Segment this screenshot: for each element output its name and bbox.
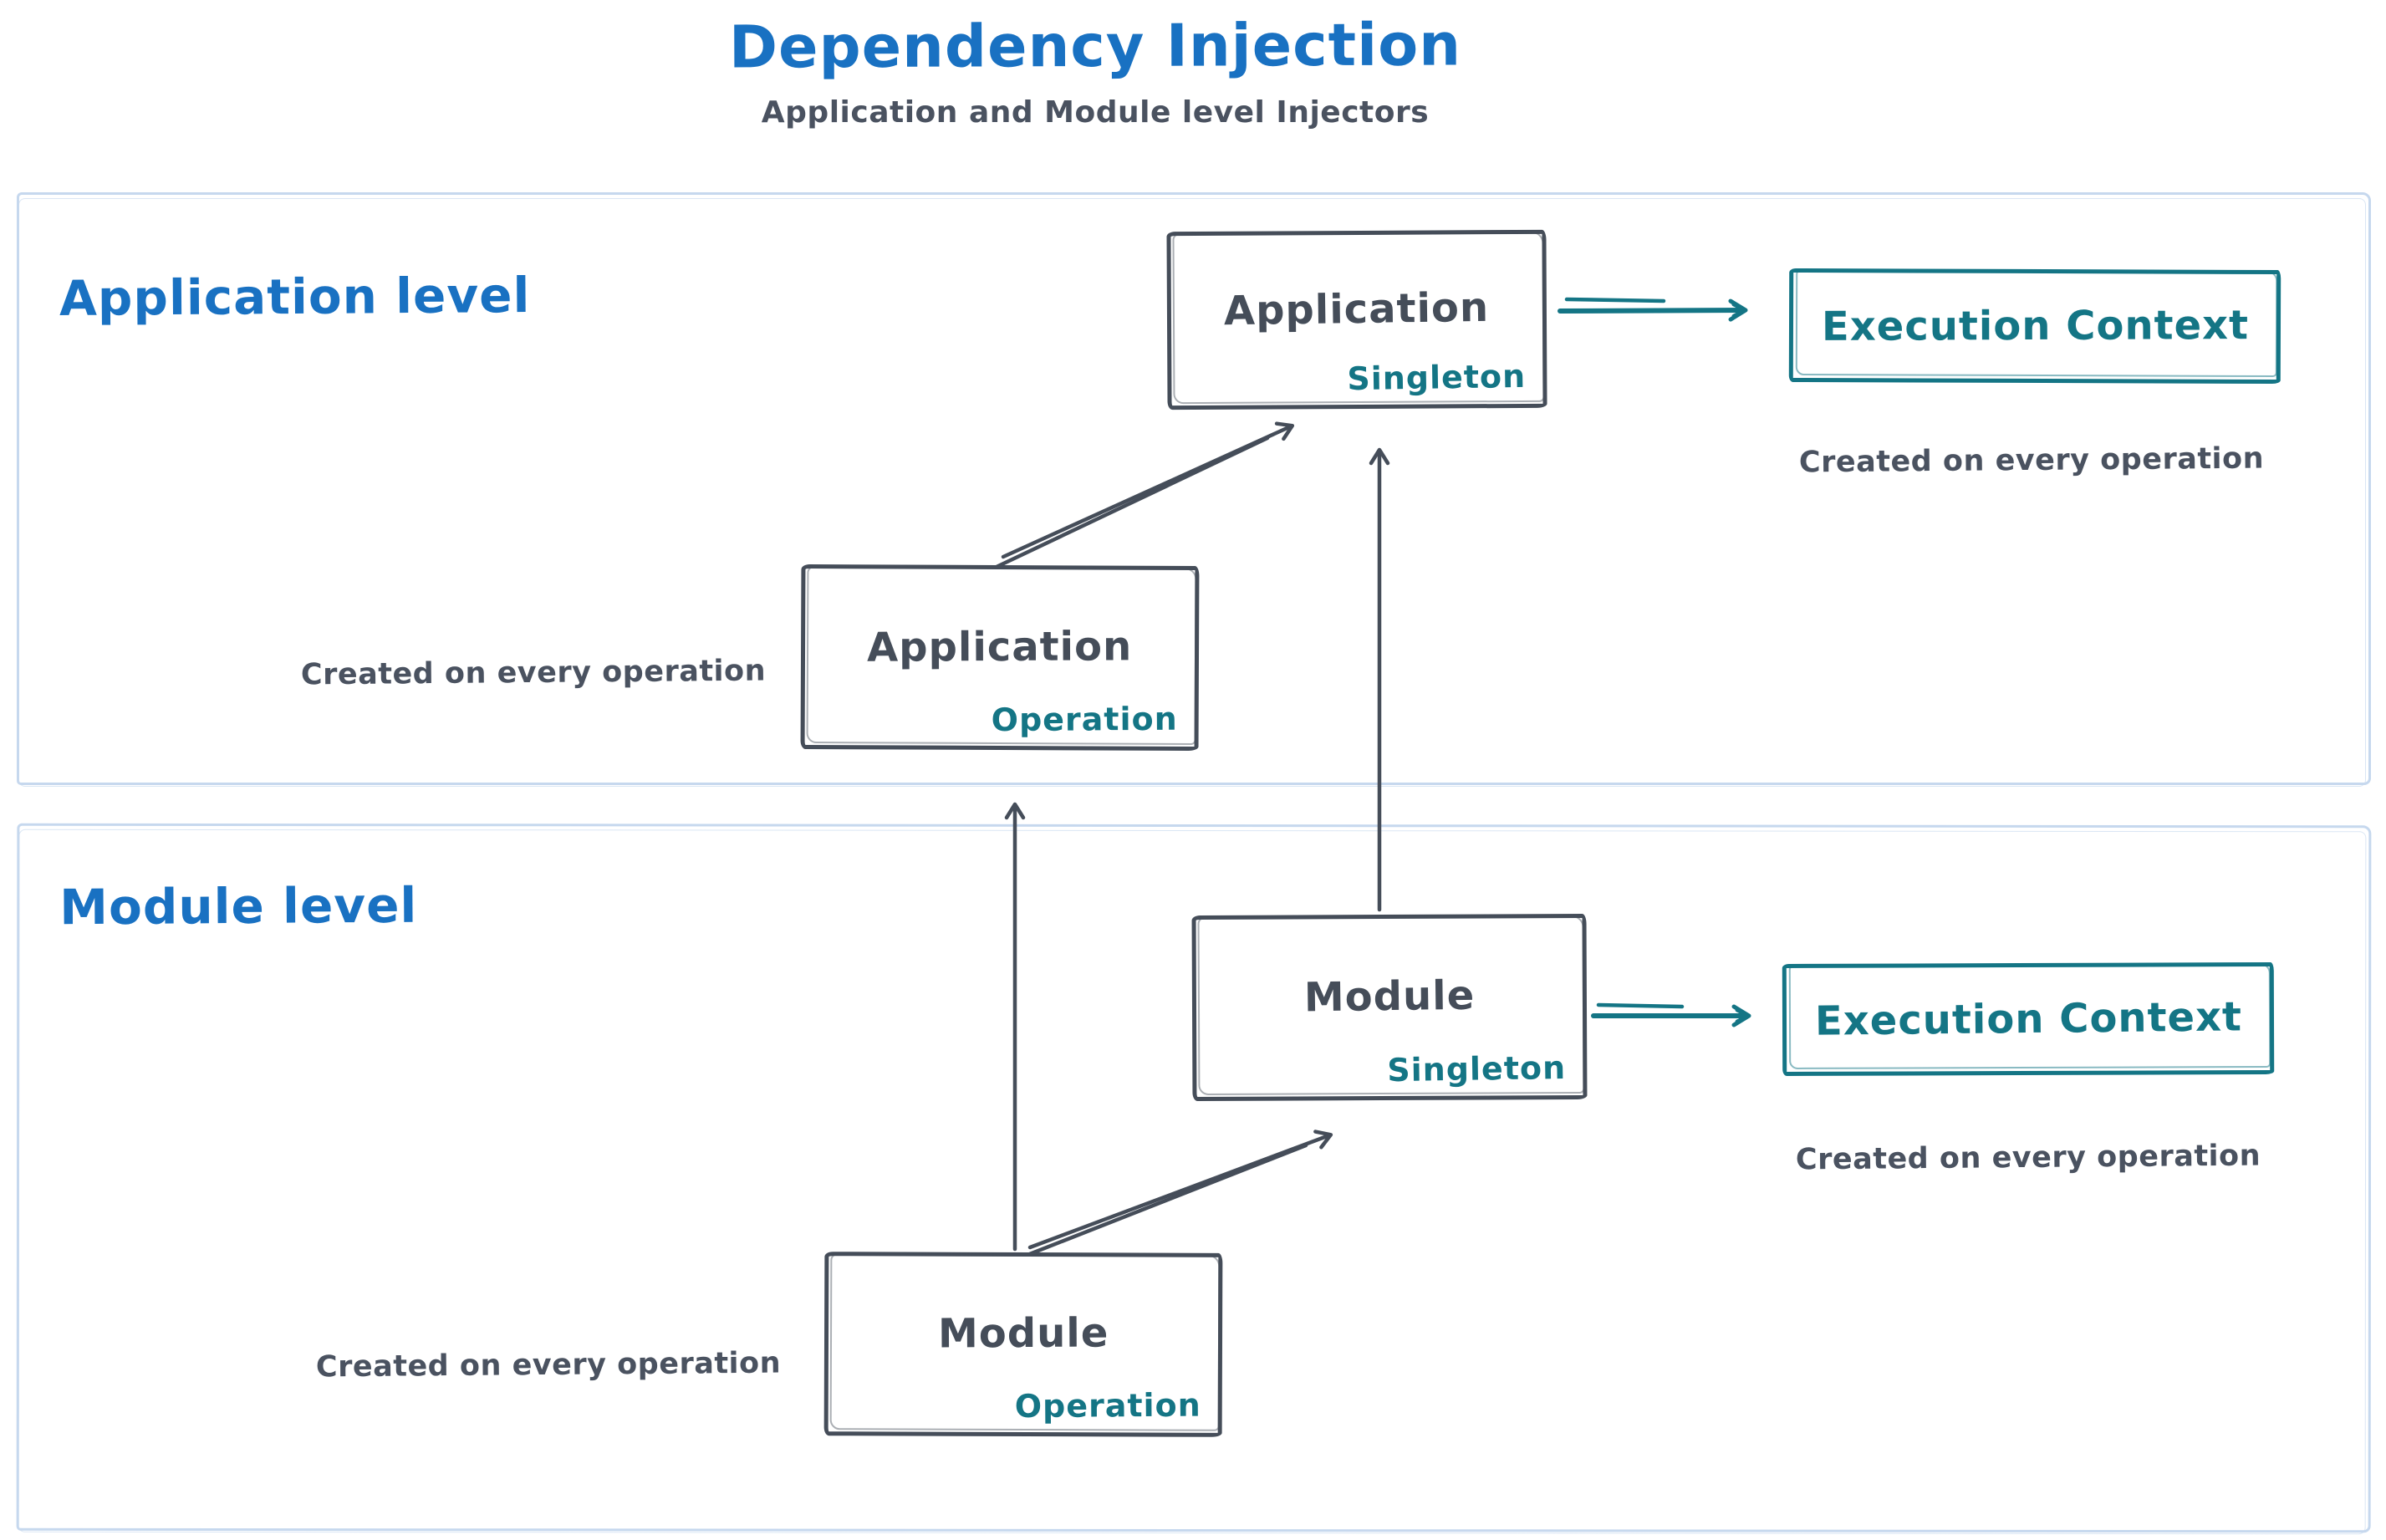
application-singleton-scope: Singleton <box>1347 357 1527 398</box>
application-singleton-box: Application Singleton <box>1166 229 1547 410</box>
application-singleton-title: Application <box>1223 283 1490 334</box>
application-operation-title: Application <box>867 622 1133 671</box>
application-operation-scope: Operation <box>991 700 1178 739</box>
application-operation-box: Application Operation <box>800 563 1200 752</box>
module-level-label: Module level <box>59 876 418 936</box>
application-operation-caption: Created on every operation <box>300 654 767 692</box>
module-execution-context-caption: Created on every operation <box>1795 1139 2261 1177</box>
module-singleton-title: Module <box>1303 971 1476 1022</box>
application-execution-context-caption: Created on every operation <box>1798 441 2265 480</box>
page-title: Dependency Injection <box>728 10 1462 82</box>
module-singleton-scope: Singleton <box>1387 1048 1567 1089</box>
module-operation-title: Module <box>937 1309 1109 1358</box>
application-execution-context-box: Execution Context <box>1788 268 2281 385</box>
module-execution-context-label: Execution Context <box>1814 993 2242 1045</box>
module-singleton-box: Module Singleton <box>1191 913 1588 1102</box>
module-operation-caption: Created on every operation <box>315 1346 782 1384</box>
diagram-header: Dependency Injection Application and Mod… <box>0 0 2190 130</box>
application-execution-context-label: Execution Context <box>1821 302 2249 350</box>
page-subtitle: Application and Module level Injectors <box>761 95 1430 130</box>
application-level-label: Application level <box>59 267 531 327</box>
module-operation-box: Module Operation <box>823 1252 1223 1437</box>
module-operation-scope: Operation <box>1014 1386 1201 1425</box>
module-execution-context-box: Execution Context <box>1782 961 2275 1077</box>
